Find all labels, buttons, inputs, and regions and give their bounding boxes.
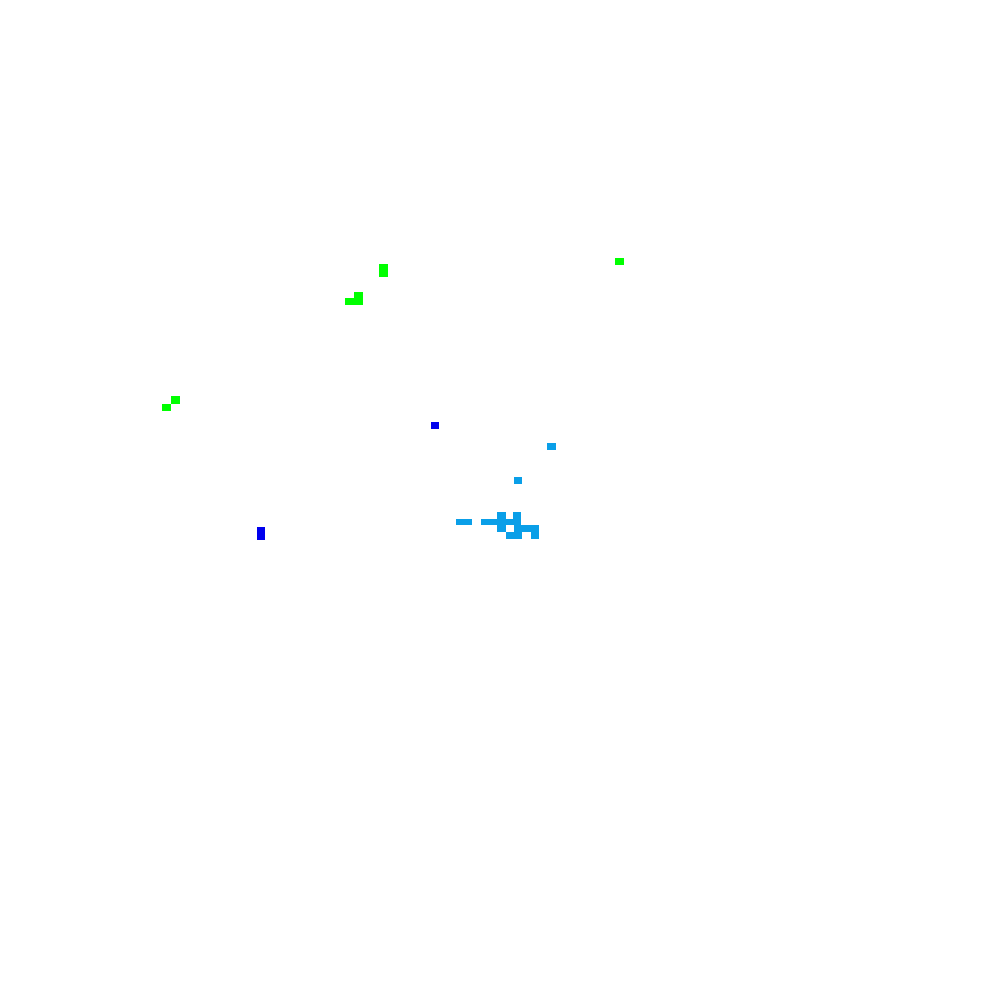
light-blue-blob-1 [546, 442, 557, 451]
green-blob-2 [613, 257, 625, 266]
pixel-cell [513, 512, 521, 525]
pixel-cell [497, 512, 506, 532]
pixel-cell [514, 525, 539, 532]
green-blob-1 [345, 264, 390, 306]
pixel-cell [531, 532, 539, 539]
pixel-cell [547, 443, 556, 450]
pixel-cell [345, 298, 363, 305]
pixel-cell [257, 527, 265, 540]
pixel-cell [456, 519, 472, 525]
blue-blob-1 [430, 421, 440, 430]
pixel-cell [514, 477, 522, 484]
light-blue-blob-2 [513, 476, 522, 485]
pixel-cell [379, 264, 388, 277]
pixel-cell [431, 422, 439, 429]
green-blob-3 [162, 396, 182, 412]
pixel-cell [615, 258, 624, 265]
pixel-cell [171, 396, 180, 404]
blue-blob-2 [256, 526, 266, 540]
light-blue-cluster [455, 511, 541, 540]
pixel-cell [162, 404, 171, 411]
pixel-cell [506, 532, 522, 539]
